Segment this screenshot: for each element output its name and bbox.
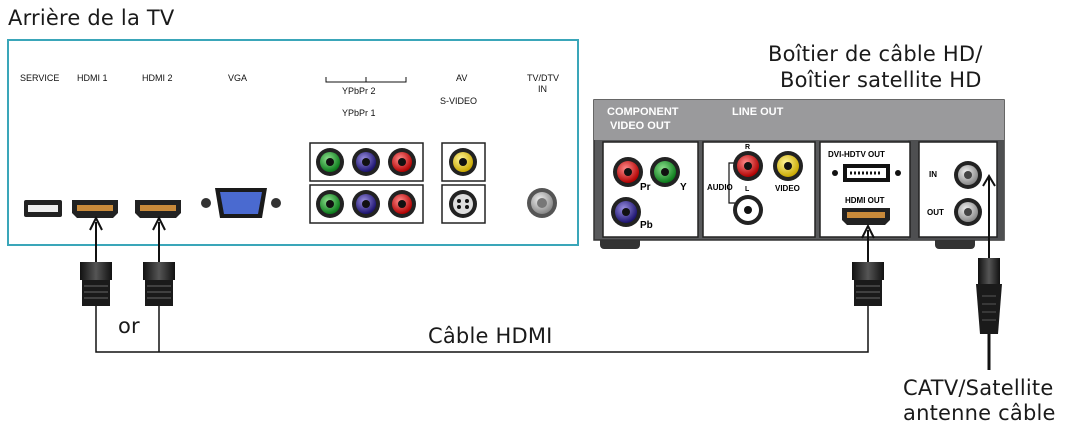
tvdtv-in-jack — [527, 188, 557, 218]
box-title-line2: Boîtier satellite HD — [780, 68, 982, 92]
antenna-label-line2: antenne câble — [903, 401, 1056, 425]
port-label-tvdtv: TV/DTV — [527, 73, 560, 83]
port-label-hdmi1: HDMI 1 — [77, 73, 108, 83]
or-label: or — [118, 314, 140, 338]
port-label-ypbpr1: YPbPr 1 — [342, 108, 376, 118]
box-lineout-jacks — [728, 151, 803, 225]
hdmi1-port — [72, 200, 118, 218]
tv-title: Arrière de la TV — [8, 6, 175, 30]
box-label-out: OUT — [927, 208, 944, 217]
antenna-label-line1: CATV/Satellite — [903, 376, 1054, 400]
box-label-component: COMPONENT — [607, 106, 679, 118]
service-port — [24, 200, 62, 217]
port-label-tvdtv-in: IN — [538, 84, 547, 94]
box-label-in: IN — [929, 170, 937, 179]
hdmi-cable-line — [95, 305, 869, 353]
hdmi-plug-box — [852, 223, 884, 306]
port-label-service: SERVICE — [20, 73, 60, 83]
ypbpr2-bracket — [325, 77, 407, 83]
box-title-line1: Boîtier de câble HD/ — [768, 42, 983, 66]
hdmi-plug-left — [80, 215, 112, 306]
box-label-video: VIDEO — [775, 184, 800, 193]
ypbpr2-jacks — [316, 148, 416, 176]
hdmi-plug-right — [143, 215, 175, 306]
port-label-vga: VGA — [228, 73, 248, 83]
box-label-pr: Pr — [640, 182, 651, 193]
box-label-pb: Pb — [640, 220, 653, 231]
port-label-svideo: S-VIDEO — [440, 96, 478, 106]
svideo-jack — [449, 190, 477, 218]
coax-cable — [976, 174, 1002, 370]
hdmi2-port — [135, 200, 181, 218]
box-label-line-out: LINE OUT — [732, 106, 784, 118]
box-label-r: R — [745, 144, 751, 151]
box-label-video-out: VIDEO OUT — [610, 120, 671, 132]
port-label-av: AV — [456, 73, 468, 83]
av-jack — [449, 148, 477, 176]
box-dvi-port — [832, 164, 901, 182]
cable-box — [593, 99, 1005, 249]
cable-label: Câble HDMI — [428, 324, 553, 348]
box-component-jacks — [611, 157, 680, 227]
box-label-hdmi-out: HDMI OUT — [845, 196, 885, 205]
box-label-audio: AUDIO — [707, 183, 733, 192]
port-label-ypbpr2: YPbPr 2 — [342, 86, 376, 96]
box-hdmi-out-port — [842, 208, 890, 225]
box-label-l: L — [745, 186, 750, 193]
box-coax-ports — [954, 161, 982, 226]
box-label-dvi: DVI-HDTV OUT — [828, 150, 885, 159]
vga-port — [201, 188, 281, 218]
port-label-hdmi2: HDMI 2 — [142, 73, 173, 83]
ypbpr1-jacks — [316, 190, 416, 218]
box-label-y: Y — [680, 182, 687, 193]
